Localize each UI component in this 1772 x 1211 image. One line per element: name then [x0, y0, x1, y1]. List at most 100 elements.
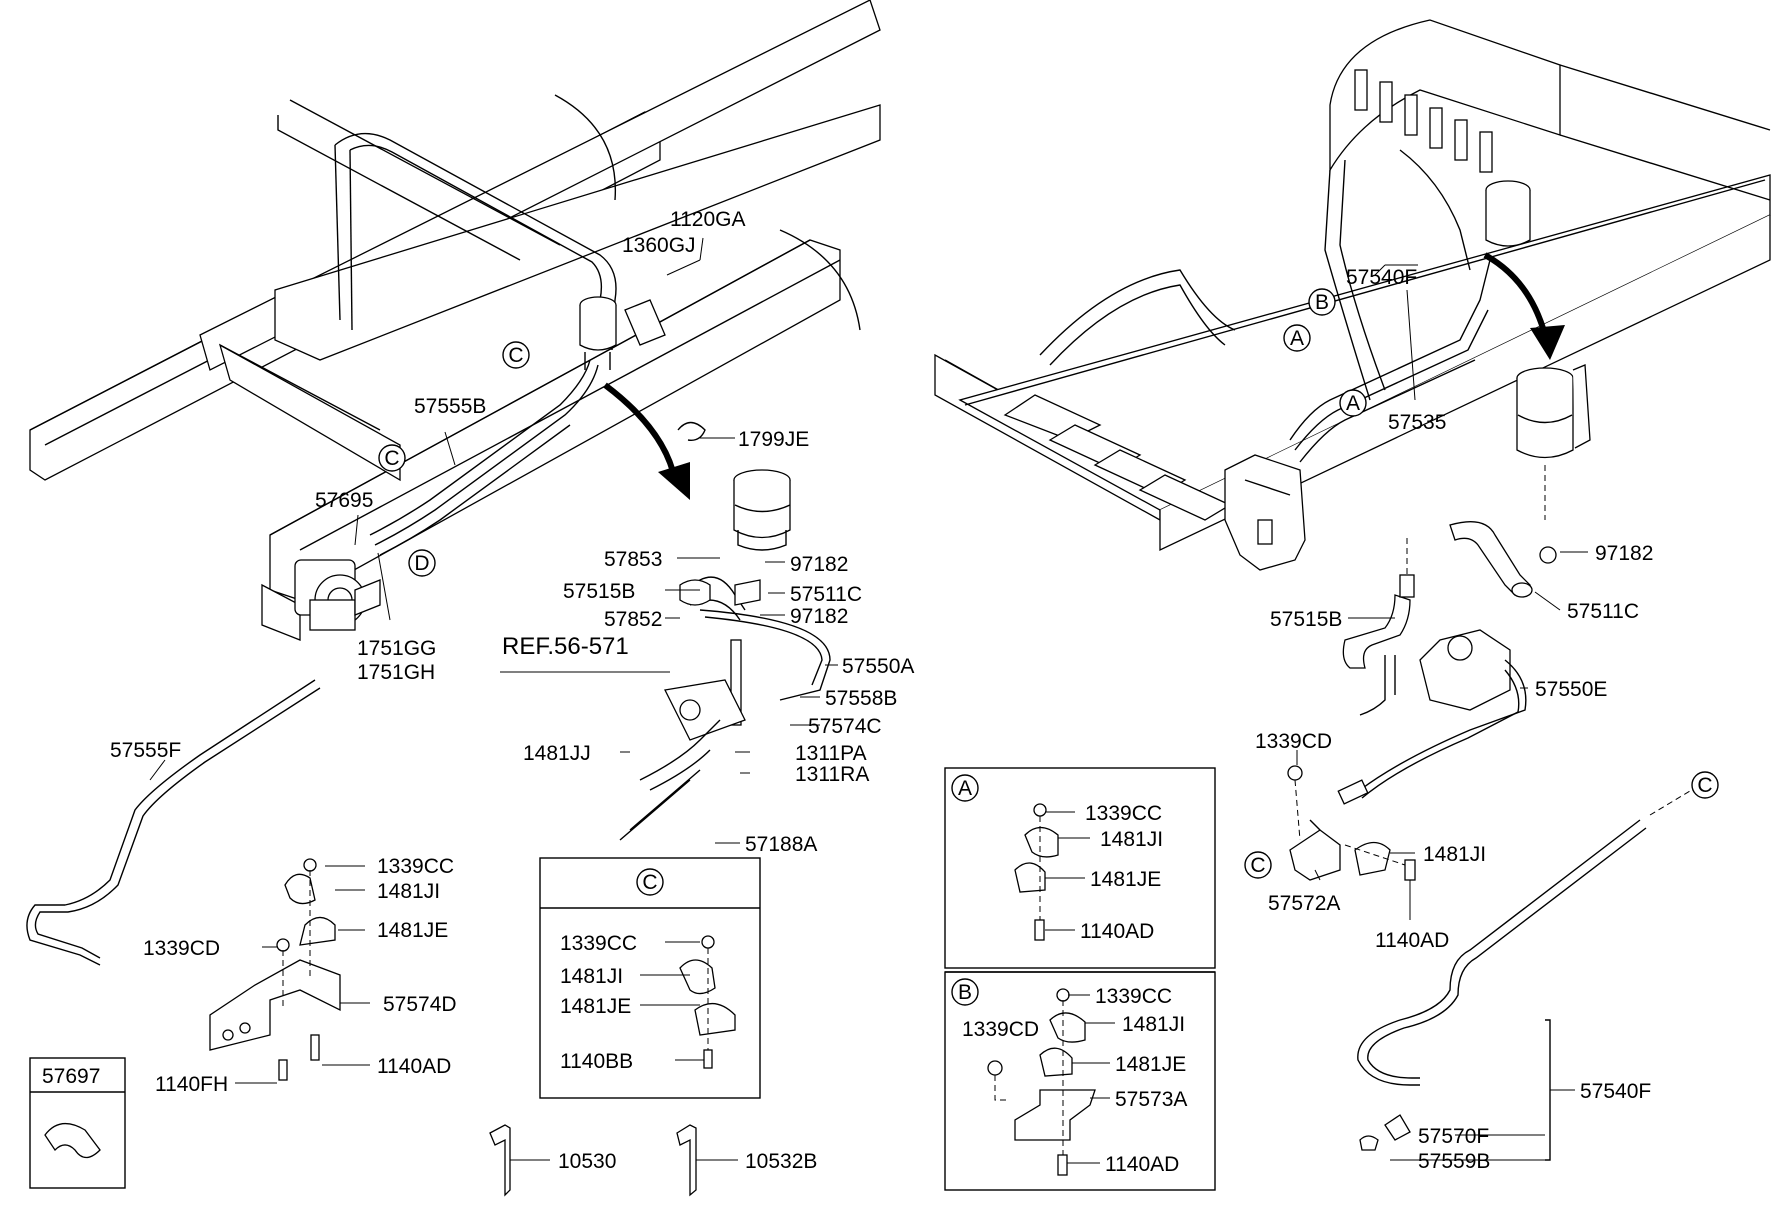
marker-d: D	[408, 549, 436, 577]
arrow-left	[603, 382, 690, 500]
left-fuel-lines	[369, 359, 599, 556]
label-57540f-top: 57540F	[1346, 266, 1417, 289]
brackets-10530-10532b	[489, 1124, 697, 1197]
arrow-right	[1483, 252, 1565, 360]
label-57570f: 57570F	[1418, 1125, 1489, 1148]
label-57559b: 57559B	[1418, 1150, 1490, 1173]
svg-text:C: C	[384, 447, 399, 470]
label-1339cd-right: 1339CD	[1255, 730, 1332, 753]
boxc-label-1481ji: 1481JI	[560, 965, 623, 988]
fuel-filter-center	[733, 469, 791, 551]
marker-b: B	[1308, 288, 1336, 316]
label-1481ji-right: 1481JI	[1423, 843, 1486, 866]
label-1751gg: 1751GG	[357, 637, 436, 660]
box-a-letter: A	[951, 774, 979, 802]
label-57852: 57852	[604, 608, 662, 631]
svg-text:C: C	[1697, 774, 1712, 797]
left-pump-assembly	[261, 559, 381, 641]
fuel-filter-upper	[579, 296, 617, 370]
label-1140ad-right: 1140AD	[1375, 929, 1449, 952]
svg-text:A: A	[1290, 327, 1304, 350]
svg-text:B: B	[1315, 291, 1329, 314]
boxc-label-1339cc: 1339CC	[560, 932, 637, 955]
label-57515b-left: 57515B	[563, 580, 635, 603]
label-ref-56-571: REF.56-571	[502, 633, 629, 660]
label-57558b: 57558B	[825, 687, 897, 710]
svg-text:D: D	[414, 552, 429, 575]
left-chassis-frame	[29, 0, 881, 601]
clip-1799je	[677, 421, 706, 441]
label-1311pa: 1311PA	[795, 742, 867, 765]
label-1751gh: 1751GH	[357, 661, 435, 684]
box-b-letter: B	[951, 978, 979, 1006]
left-bracket-assembly	[209, 858, 341, 1081]
boxa-label-1481ji: 1481JI	[1100, 828, 1163, 851]
label-57511c-right: 57511C	[1567, 600, 1639, 623]
label-1360gj: 1360GJ	[622, 234, 696, 257]
label-1339cd-left: 1339CD	[143, 937, 220, 960]
label-10530: 10530	[558, 1150, 616, 1173]
label-57550a: 57550A	[842, 655, 914, 678]
marker-c-right-mid: C	[1244, 851, 1272, 879]
right-fuel-lines	[1289, 259, 1491, 463]
marker-c-left: C	[378, 444, 406, 472]
detail-box-a	[944, 767, 1216, 969]
boxb-label-1481ji: 1481JI	[1122, 1013, 1185, 1036]
box-57697	[29, 1057, 126, 1189]
right-pump	[1224, 454, 1306, 571]
tube-57555f-outer	[34, 687, 321, 959]
label-57511c-left: 57511C	[790, 583, 862, 606]
label-57540f-bottom: 57540F	[1580, 1080, 1651, 1103]
label-57515b-right: 57515B	[1270, 608, 1342, 631]
label-97182-a: 97182	[790, 553, 848, 576]
svg-text:C: C	[508, 344, 523, 367]
label-1140ad-left: 1140AD	[377, 1055, 451, 1078]
label-57550e: 57550E	[1535, 678, 1607, 701]
svg-text:A: A	[958, 777, 972, 800]
boxb-label-1339cd: 1339CD	[962, 1018, 1039, 1041]
marker-c-right-top: C	[1691, 771, 1719, 799]
right-chassis-frame	[934, 19, 1771, 552]
right-pump-body	[1337, 629, 1527, 805]
label-1481je-left: 1481JE	[377, 919, 448, 942]
tube-57555f	[26, 679, 316, 966]
label-57697: 57697	[42, 1065, 100, 1088]
boxa-label-1339cc: 1339CC	[1085, 802, 1162, 825]
detail-box-b	[944, 971, 1216, 1191]
label-1140fh: 1140FH	[155, 1073, 228, 1096]
svg-text:A: A	[1346, 392, 1360, 415]
boxb-label-1140ad: 1140AD	[1105, 1153, 1179, 1176]
svg-text:B: B	[958, 981, 972, 1004]
right-bracket-57572a	[1287, 765, 1416, 881]
label-57574c: 57574C	[808, 715, 882, 738]
marker-a-upper: A	[1283, 324, 1311, 352]
leader-lines	[149, 237, 1588, 1164]
detail-box-c	[539, 857, 761, 1099]
label-57572a: 57572A	[1268, 892, 1340, 915]
right-hoses	[1342, 521, 1557, 716]
center-pump	[619, 576, 831, 841]
label-57535: 57535	[1388, 411, 1446, 434]
label-1339cc-left: 1339CC	[377, 855, 454, 878]
label-1481ji-left: 1481JI	[377, 880, 440, 903]
label-10532b: 10532B	[745, 1150, 817, 1173]
label-57853: 57853	[604, 548, 662, 571]
boxc-label-1140bb: 1140BB	[560, 1050, 633, 1073]
marker-a-lower: A	[1339, 389, 1367, 417]
label-57695: 57695	[315, 489, 373, 512]
labels: 1120GA 1360GJ 57555B 1799JE 57695 1751GG…	[42, 208, 1653, 1176]
label-57555f: 57555F	[110, 739, 181, 762]
boxb-label-57573a: 57573A	[1115, 1088, 1187, 1111]
boxb-label-1481je: 1481JE	[1115, 1053, 1186, 1076]
svg-text:C: C	[1250, 854, 1265, 877]
label-57188a: 57188A	[745, 833, 817, 856]
label-1311ra: 1311RA	[795, 763, 869, 786]
boxb-label-1339cc: 1339CC	[1095, 985, 1172, 1008]
svg-text:C: C	[642, 871, 657, 894]
label-1481jj: 1481JJ	[523, 742, 591, 765]
label-57574d: 57574D	[383, 993, 457, 1016]
marker-c-upper: C	[502, 341, 530, 369]
label-97182-right: 97182	[1595, 542, 1653, 565]
label-97182-b: 97182	[790, 605, 848, 628]
